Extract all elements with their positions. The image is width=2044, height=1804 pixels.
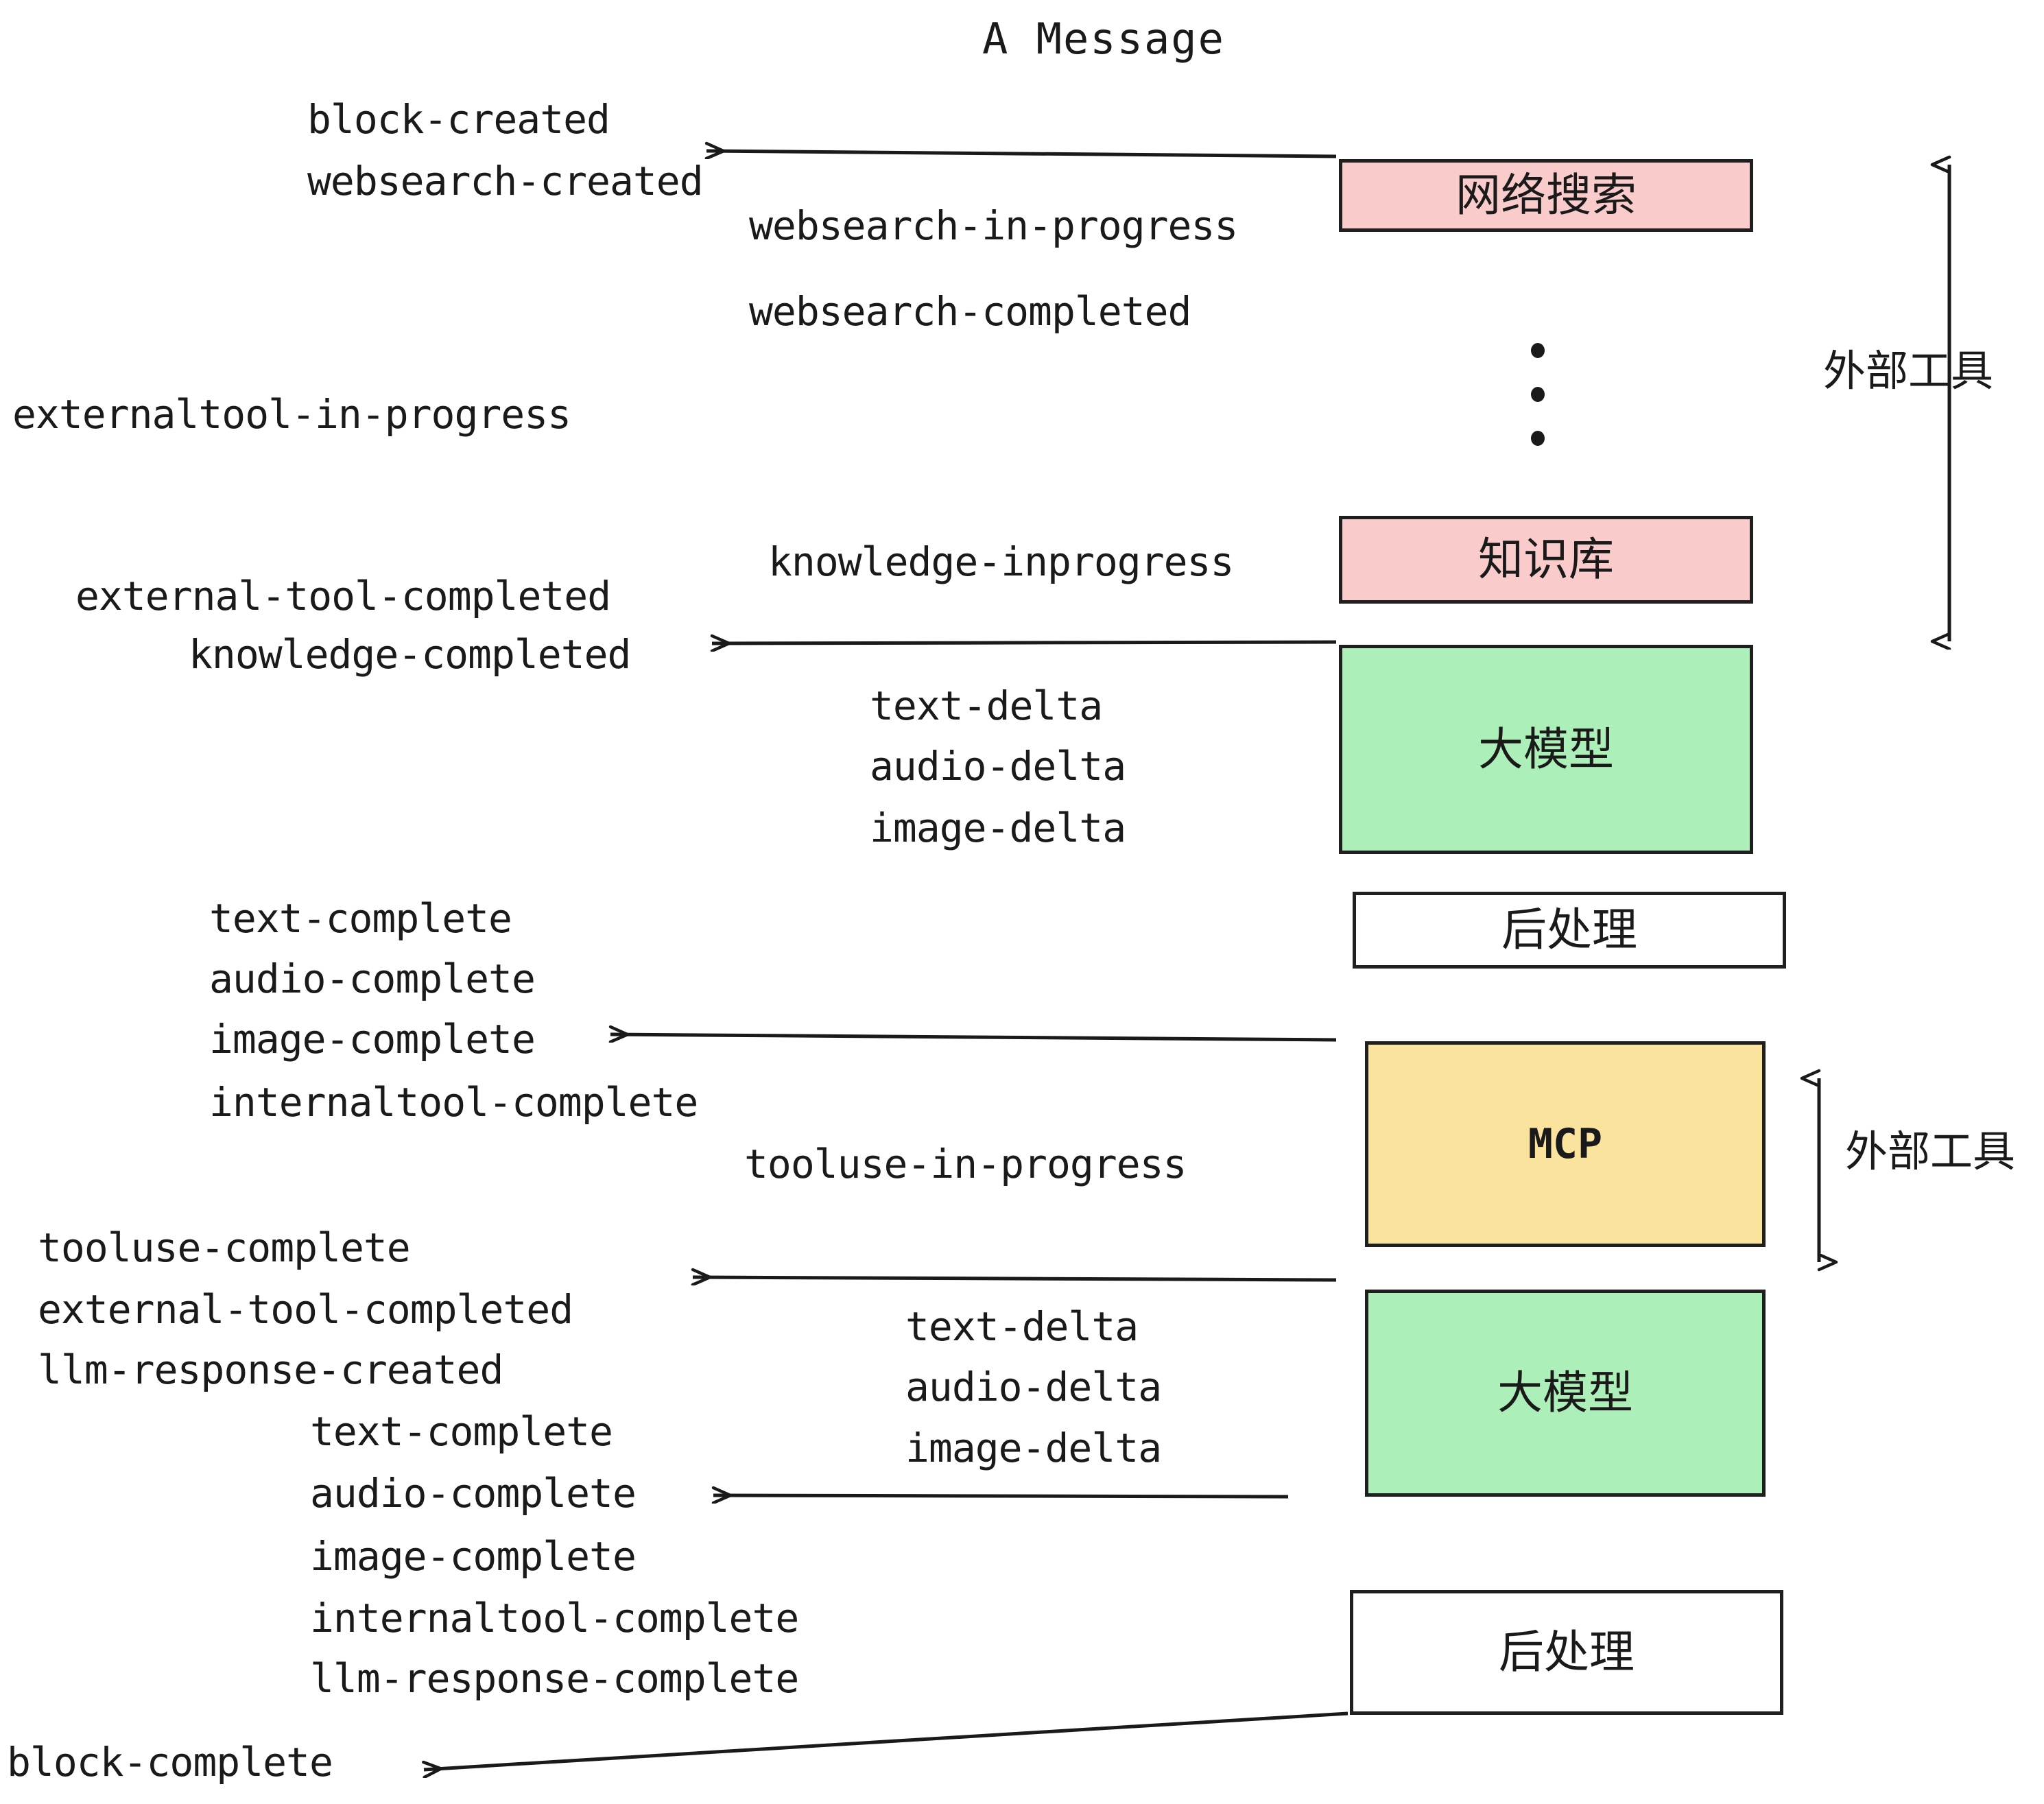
vertical-ellipsis — [1531, 343, 1545, 475]
event-internaltool-complete-1: internaltool-complete — [209, 1079, 698, 1126]
event-image-complete-1: image-complete — [209, 1016, 536, 1063]
event-tooluse-in-progress: tooluse-in-progress — [744, 1141, 1187, 1187]
arrow-block-complete — [424, 1711, 1348, 1770]
arrow-audio-complete — [713, 1495, 1289, 1497]
box-postprocess-1[interactable]: 后处理 — [1353, 892, 1786, 969]
event-audio-complete-2: audio-complete — [310, 1470, 637, 1517]
event-websearch-created: websearch-created — [307, 158, 704, 204]
ellipsis-dot-1 — [1531, 343, 1545, 358]
box-knowledge-label: 知识库 — [1478, 533, 1614, 586]
arrow-image-complete — [610, 1034, 1337, 1040]
event-external-tool-completed-1: external-tool-completed — [75, 573, 611, 619]
event-internaltool-complete-2: internaltool-complete — [310, 1595, 799, 1641]
ellipsis-dot-2 — [1531, 387, 1545, 402]
event-text-delta-1: text-delta — [870, 683, 1103, 729]
label-external-tools-bottom: 外部工具 — [1845, 1126, 2016, 1176]
event-image-delta-2: image-delta — [905, 1425, 1162, 1471]
diagram-title: A Message — [982, 14, 1225, 64]
event-external-tool-completed-2: external-tool-completed — [38, 1286, 573, 1333]
box-llm-1[interactable]: 大模型 — [1339, 645, 1753, 854]
event-text-complete-1: text-complete — [209, 895, 512, 942]
event-websearch-completed: websearch-completed — [749, 288, 1191, 335]
arrow-websearch-created — [706, 151, 1337, 156]
box-llm-2-label: 大模型 — [1497, 1366, 1633, 1419]
label-external-tools-top: 外部工具 — [1823, 346, 1994, 396]
event-llm-response-complete: llm-response-complete — [310, 1655, 799, 1702]
event-llm-response-created: llm-response-created — [38, 1346, 503, 1393]
event-text-complete-2: text-complete — [310, 1408, 613, 1455]
box-postprocess-1-label: 后处理 — [1501, 903, 1637, 956]
event-externaltool-in-progress: externaltool-in-progress — [12, 391, 571, 438]
box-websearch[interactable]: 网络搜索 — [1339, 159, 1753, 232]
box-websearch-label: 网络搜索 — [1455, 169, 1637, 222]
event-image-complete-2: image-complete — [310, 1533, 637, 1580]
arrow-tooluse-complete — [693, 1277, 1337, 1280]
event-audio-delta-2: audio-delta — [905, 1364, 1162, 1410]
event-tooluse-complete: tooluse-complete — [38, 1224, 411, 1271]
box-mcp[interactable]: MCP — [1365, 1041, 1766, 1247]
ellipsis-dot-3 — [1531, 431, 1545, 446]
event-knowledge-completed: knowledge-completed — [189, 631, 631, 678]
box-postprocess-2-label: 后处理 — [1499, 1626, 1635, 1678]
box-mcp-label: MCP — [1528, 1120, 1603, 1168]
box-knowledge[interactable]: 知识库 — [1339, 516, 1753, 604]
event-knowledge-inprogress: knowledge-inprogress — [768, 538, 1234, 585]
event-block-complete: block-complete — [7, 1739, 333, 1785]
event-audio-complete-1: audio-complete — [209, 956, 536, 1002]
box-llm-1-label: 大模型 — [1478, 722, 1614, 776]
event-audio-delta-1: audio-delta — [870, 743, 1126, 790]
event-websearch-in-progress: websearch-in-progress — [749, 202, 1238, 249]
event-text-delta-2: text-delta — [905, 1303, 1139, 1350]
event-block-created: block-created — [307, 96, 610, 143]
event-image-delta-1: image-delta — [870, 805, 1126, 851]
arrow-knowledge-completed — [712, 642, 1337, 643]
box-llm-2[interactable]: 大模型 — [1365, 1290, 1766, 1497]
box-postprocess-2[interactable]: 后处理 — [1350, 1590, 1783, 1715]
